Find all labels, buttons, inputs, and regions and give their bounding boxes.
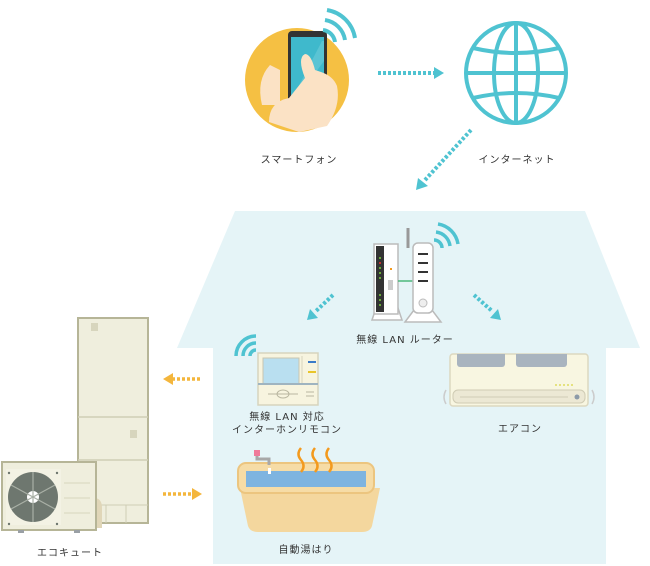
arrow-intercom-to-ecocute bbox=[163, 373, 200, 385]
smartphone-label: スマートフォン bbox=[260, 155, 338, 166]
arrow-ecocute-to-bath bbox=[163, 488, 202, 500]
aircon-label: エアコン bbox=[498, 424, 542, 435]
arrow-router-to-intercom bbox=[307, 293, 335, 320]
intercom-label-line2: インターホンリモコン bbox=[232, 425, 342, 436]
intercom-icon bbox=[234, 334, 319, 406]
ecocute-icon bbox=[1, 317, 149, 533]
intercom-label-line1: 無線 LAN 対応 bbox=[249, 412, 325, 423]
bath-label: 自動湯はり bbox=[278, 545, 334, 556]
arrow-internet-to-router bbox=[416, 128, 473, 190]
globe-icon bbox=[464, 21, 568, 125]
ecocute-label: エコキュート bbox=[37, 548, 103, 559]
router-label: 無線 LAN ルーター bbox=[356, 335, 454, 346]
arrow-router-to-aircon bbox=[472, 293, 501, 320]
arrow-phone-to-internet bbox=[378, 67, 444, 79]
router-icon bbox=[370, 222, 460, 323]
bathtub-icon bbox=[237, 447, 380, 532]
smartphone-icon bbox=[245, 8, 357, 132]
internet-label: インターネット bbox=[478, 155, 556, 166]
aircon-icon bbox=[443, 353, 595, 407]
